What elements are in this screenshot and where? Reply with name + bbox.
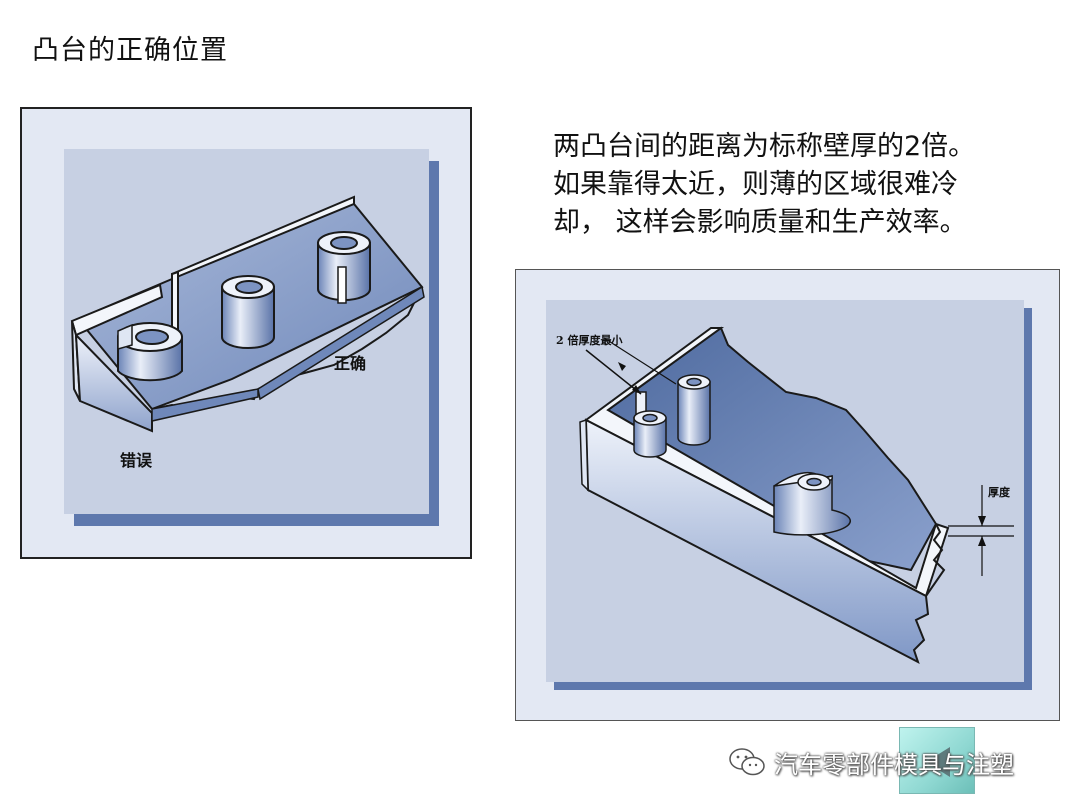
triangle-left-icon	[926, 747, 950, 777]
dimension-line-min	[585, 349, 642, 395]
boss-spacing-figure-frame: 2 倍厚度最小 厚度	[515, 269, 1060, 721]
wall-front-face	[584, 418, 930, 665]
watermark-text: 汽车零部件模具与注塑	[774, 750, 1014, 779]
broken-edge	[925, 523, 946, 597]
wall-front-edge	[579, 418, 589, 492]
watermark: 汽车零部件模具与注塑	[728, 742, 1014, 782]
boss-rib	[337, 266, 347, 304]
boss-correct-1	[221, 286, 275, 349]
floor-right-thickness	[257, 285, 425, 401]
label-correct: 正确	[334, 354, 366, 373]
back-button[interactable]	[899, 727, 975, 794]
description-text: 两凸台间的距离为标称壁厚的2倍。 如果靠得太近，则薄的区域很难冷 却， 这样会影…	[553, 128, 1023, 242]
boss-position-illustration: 正确 错误	[64, 149, 439, 526]
label-min-distance: 2 倍厚度最小	[556, 333, 622, 347]
wall-rim	[584, 327, 950, 598]
left-front-wall	[74, 332, 153, 433]
corner-boss-1	[633, 417, 667, 458]
boss-wrong-wall-link	[117, 323, 133, 350]
wechat-icon	[729, 748, 765, 776]
description-line: 两凸台间的距离为标称壁厚的2倍。	[553, 131, 976, 162]
label-thickness: 厚度	[988, 485, 1011, 499]
boss-spacing-illustration: 2 倍厚度最小 厚度	[546, 300, 1032, 690]
boss-position-figure-frame: 正确 错误	[20, 107, 472, 559]
label-wrong: 错误	[120, 451, 153, 470]
page-title: 凸台的正确位置	[32, 35, 228, 66]
corner-boss-2	[677, 381, 711, 446]
description-line: 却， 这样会影响质量和生产效率。	[553, 207, 967, 238]
description-line: 如果靠得太近，则薄的区域很难冷	[553, 169, 958, 200]
floor-front-thickness	[151, 388, 259, 422]
wall-boss	[773, 475, 852, 536]
